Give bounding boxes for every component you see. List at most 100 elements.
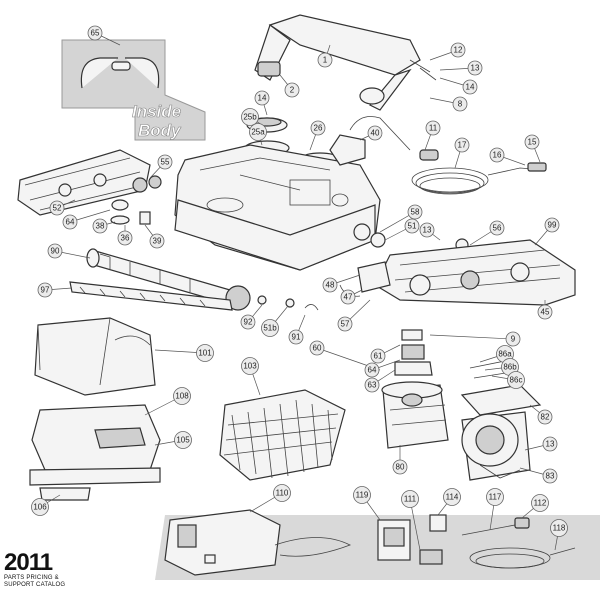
callout-16: 16 bbox=[489, 147, 526, 166]
callout-number: 47 bbox=[344, 293, 353, 302]
callout-bubble bbox=[486, 488, 504, 506]
power-supply-part bbox=[164, 509, 352, 576]
callout-bubble bbox=[364, 362, 380, 378]
callout-bubble bbox=[367, 125, 383, 141]
callout-number: 9 bbox=[511, 335, 516, 344]
small-fittings bbox=[110, 199, 151, 225]
catalog-year: 2011 bbox=[4, 549, 53, 576]
callout-number: 105 bbox=[176, 436, 190, 445]
callout-number: 56 bbox=[493, 224, 502, 233]
callout-56: 56 bbox=[469, 220, 505, 246]
callout-number: 39 bbox=[153, 237, 162, 246]
callout-58: 58 bbox=[379, 204, 423, 233]
callout-112: 112 bbox=[521, 494, 549, 519]
callout-number: 2 bbox=[290, 86, 295, 95]
callout-number: 108 bbox=[175, 392, 189, 401]
callout-82: 82 bbox=[529, 404, 553, 425]
callout-number: 13 bbox=[546, 440, 555, 449]
callout-bubble bbox=[537, 304, 553, 320]
callout-number: 1 bbox=[323, 56, 328, 65]
callout-leader bbox=[429, 334, 514, 340]
callout-86c: 86c bbox=[491, 371, 525, 389]
callout-number: 82 bbox=[541, 413, 550, 422]
callout-14: 14 bbox=[254, 90, 270, 116]
callout-bubble bbox=[261, 319, 279, 337]
callout-bubble bbox=[249, 123, 267, 141]
callout-bubble bbox=[542, 468, 558, 484]
callout-92: 92 bbox=[240, 304, 263, 330]
callout-number: 91 bbox=[292, 333, 301, 342]
callout-55: 55 bbox=[149, 154, 173, 179]
callout-bubble bbox=[173, 387, 191, 405]
callout-number: 103 bbox=[243, 362, 257, 371]
callout-17: 17 bbox=[454, 137, 470, 169]
callout-2: 2 bbox=[279, 74, 300, 98]
callout-number: 65 bbox=[91, 29, 100, 38]
callout-number: 25a bbox=[251, 128, 265, 137]
callout-bubble bbox=[117, 230, 133, 246]
callout-65: 65 bbox=[87, 25, 121, 46]
motor-block-part bbox=[381, 329, 449, 449]
callout-25b: 25b bbox=[241, 108, 263, 126]
callout-number: 101 bbox=[198, 349, 212, 358]
callout-number: 114 bbox=[446, 493, 459, 502]
callout-bubble bbox=[550, 519, 568, 537]
callout-number: 86b bbox=[503, 363, 517, 372]
callout-bubble bbox=[309, 340, 325, 356]
callout-bubble bbox=[62, 214, 78, 230]
callout-bubble bbox=[404, 218, 420, 234]
catalog-subtitle-line2: SUPPORT CATALOG bbox=[4, 582, 66, 588]
callout-9: 9 bbox=[429, 331, 521, 347]
handle-part bbox=[254, 14, 437, 111]
callout-48: 48 bbox=[322, 274, 361, 293]
callout-51b: 51b bbox=[261, 305, 289, 337]
callout-number: 15 bbox=[528, 138, 537, 147]
callout-number: 117 bbox=[489, 493, 502, 502]
callout-118: 118 bbox=[550, 519, 568, 551]
callout-14: 14 bbox=[439, 77, 478, 95]
callout-64: 64 bbox=[364, 359, 401, 378]
callout-bubble bbox=[92, 218, 108, 234]
callout-11: 11 bbox=[424, 120, 441, 151]
callout-38: 38 bbox=[92, 218, 116, 234]
callout-number: 14 bbox=[258, 94, 267, 103]
filter-frame-part bbox=[219, 389, 346, 481]
callout-bubble bbox=[310, 120, 326, 136]
callout-106: 106 bbox=[31, 494, 61, 516]
callout-1: 1 bbox=[317, 44, 333, 68]
callout-101: 101 bbox=[154, 344, 214, 362]
callout-number: 25b bbox=[243, 113, 257, 122]
filter-bag-part bbox=[34, 317, 156, 396]
callout-bubble bbox=[254, 90, 270, 106]
callout-bubble bbox=[340, 289, 356, 305]
callout-13: 13 bbox=[524, 436, 558, 452]
inset-label-line1: Inside bbox=[132, 102, 181, 121]
callout-number: 118 bbox=[553, 524, 566, 533]
callout-number: 63 bbox=[368, 381, 377, 390]
callout-number: 99 bbox=[548, 221, 557, 230]
callout-number: 40 bbox=[371, 129, 380, 138]
callout-80: 80 bbox=[392, 445, 408, 475]
callout-15: 15 bbox=[524, 134, 541, 163]
callout-bubble bbox=[401, 490, 419, 508]
callout-number: 64 bbox=[368, 366, 377, 375]
callout-52: 52 bbox=[49, 199, 76, 216]
callout-number: 106 bbox=[33, 503, 47, 512]
callout-bubble bbox=[524, 134, 540, 150]
callout-bubble bbox=[317, 52, 333, 68]
callout-bubble bbox=[196, 344, 214, 362]
callout-12: 12 bbox=[429, 42, 466, 61]
catalog-brand: 2011 PARTS PRICING & SUPPORT CATALOG bbox=[4, 551, 114, 589]
callout-119: 119 bbox=[353, 486, 381, 521]
callout-83: 83 bbox=[519, 467, 558, 484]
callout-number: 26 bbox=[314, 124, 323, 133]
callout-99: 99 bbox=[534, 217, 560, 246]
callout-number: 16 bbox=[493, 151, 502, 160]
callout-number: 38 bbox=[96, 222, 105, 231]
callout-number: 97 bbox=[41, 286, 50, 295]
callout-36: 36 bbox=[117, 225, 133, 246]
callout-number: 112 bbox=[534, 499, 547, 508]
callout-bubble bbox=[49, 200, 65, 216]
right-track-part bbox=[339, 223, 576, 306]
